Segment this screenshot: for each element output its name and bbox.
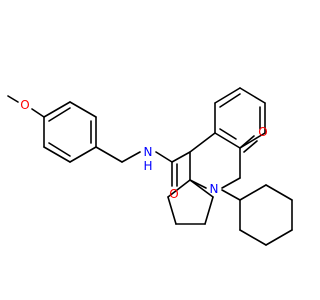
cyclohexyl-ring: [239, 184, 293, 246]
bond-o-aryl: [31, 108, 45, 118]
methoxy-oxygen-label: O: [20, 98, 29, 112]
amide-oxygen-label: O: [169, 187, 178, 201]
lactam-ring: [189, 132, 241, 189]
amide-nitrogen-label: N: [144, 145, 153, 159]
bond-ch2-n: [121, 151, 141, 163]
molecule-structure: O N H O O N: [7, 87, 293, 246]
structure-canvas: O N H O O N: [7, 87, 293, 246]
cyclopentane-ring: [167, 179, 214, 225]
bond-carbonyl-c4: [171, 151, 191, 163]
bond-methyl-o: [7, 95, 19, 103]
bond-n-cyclohexyl: [221, 189, 241, 201]
bond-aryl-ch2: [95, 146, 123, 163]
lactam-oxygen-label: O: [258, 125, 267, 139]
methoxyphenyl-ring: [43, 101, 97, 163]
bond-n-carbonyl: [155, 151, 173, 163]
benzo-ring: [214, 87, 266, 149]
bond-lactam-co-2: [243, 140, 258, 153]
amide-hydrogen-label: H: [143, 159, 152, 173]
ring-nitrogen-label: N: [210, 182, 219, 196]
